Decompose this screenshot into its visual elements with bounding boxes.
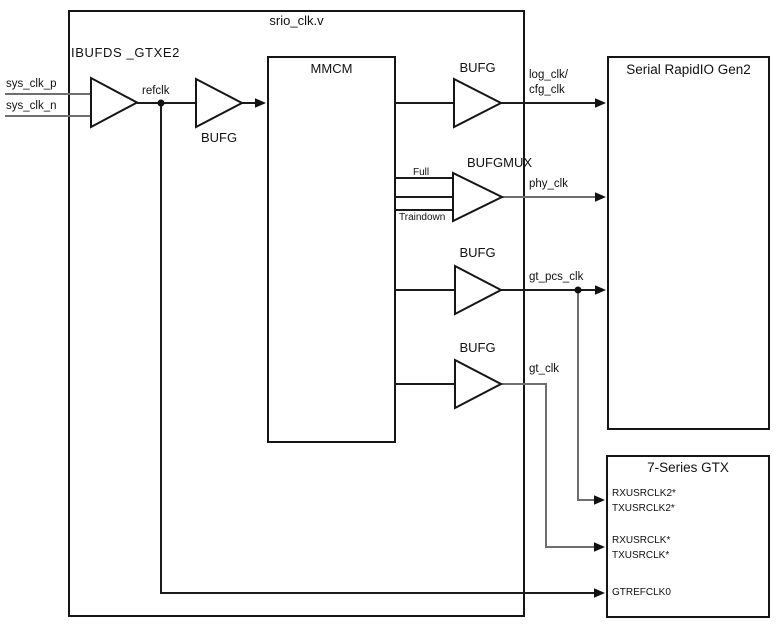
gt-pcs-clk-junction-dot <box>574 286 582 294</box>
gtx-title: 7-Series GTX <box>647 460 729 475</box>
gtx-port-rxusrclk: RXUSRCLK* <box>612 535 671 546</box>
refclk-junction-dot <box>157 99 165 107</box>
log-clk-label-line1: log_clk/ <box>529 69 568 81</box>
gtx-port-txusrclk2: TXUSRCLK2* <box>612 503 675 514</box>
phy-clk-label: phy_clk <box>529 178 568 190</box>
sys-clk-n-label: sys_clk_n <box>6 100 57 112</box>
sys-clk-p-label: sys_clk_p <box>6 78 57 90</box>
mmcm-label: MMCM <box>310 61 353 76</box>
refclk-label: refclk <box>142 85 170 97</box>
gtx-port-rxusrclk2: RXUSRCLK2* <box>612 488 676 499</box>
serial-rapidio-box <box>607 56 770 430</box>
gtx-port-txusrclk: TXUSRCLK* <box>612 550 670 561</box>
bufgmux-triangle <box>452 171 505 223</box>
wire-gtrefclk0-feedback <box>160 103 597 594</box>
mux-traindown-label: Traindown <box>399 212 446 223</box>
arrowhead-rxusrclk2 <box>594 495 605 505</box>
bufg-log-triangle <box>453 77 504 129</box>
bufg-pcs-label: BUFG <box>459 245 496 260</box>
bufg-log-label: BUFG <box>459 60 496 75</box>
arrowhead-rxusrclk <box>594 542 605 552</box>
serial-rapidio-title: Serial RapidIO Gen2 <box>626 62 751 77</box>
arrowhead-mmcm-input <box>255 98 266 108</box>
gtx-port-gtrefclk0: GTREFCLK0 <box>612 587 671 598</box>
gtx-box <box>606 455 770 618</box>
arrowhead-gtrefclk0 <box>594 588 605 598</box>
bufg-pcs-triangle <box>454 264 504 316</box>
log-clk-label-line2: cfg_clk <box>529 84 565 96</box>
wire-gt-clk <box>501 383 596 548</box>
arrowhead-gt-pcs-clk <box>595 285 606 295</box>
gt-clk-label: gt_clk <box>529 363 560 375</box>
bufg-input-triangle <box>195 77 245 129</box>
arrowhead-phy-clk <box>595 192 606 202</box>
ibufds-triangle <box>90 76 140 129</box>
gt-pcs-clk-label: gt_pcs_clk <box>529 271 584 283</box>
wire-gt-pcs-clk-drop <box>577 290 596 501</box>
bufgmux-label: BUFGMUX <box>467 155 532 170</box>
ibufds-label: IBUFDS _GTXE2 <box>71 45 180 60</box>
bufg-input-label: BUFG <box>200 130 238 145</box>
bufg-gt-triangle <box>454 358 504 410</box>
arrowhead-log-clk <box>595 98 606 108</box>
bufg-gt-label: BUFG <box>459 340 496 355</box>
srio-clk-module-box <box>68 10 525 617</box>
mmcm-box <box>267 56 396 443</box>
module-title: srio_clk.v <box>269 13 324 28</box>
mux-full-label: Full <box>413 167 430 178</box>
